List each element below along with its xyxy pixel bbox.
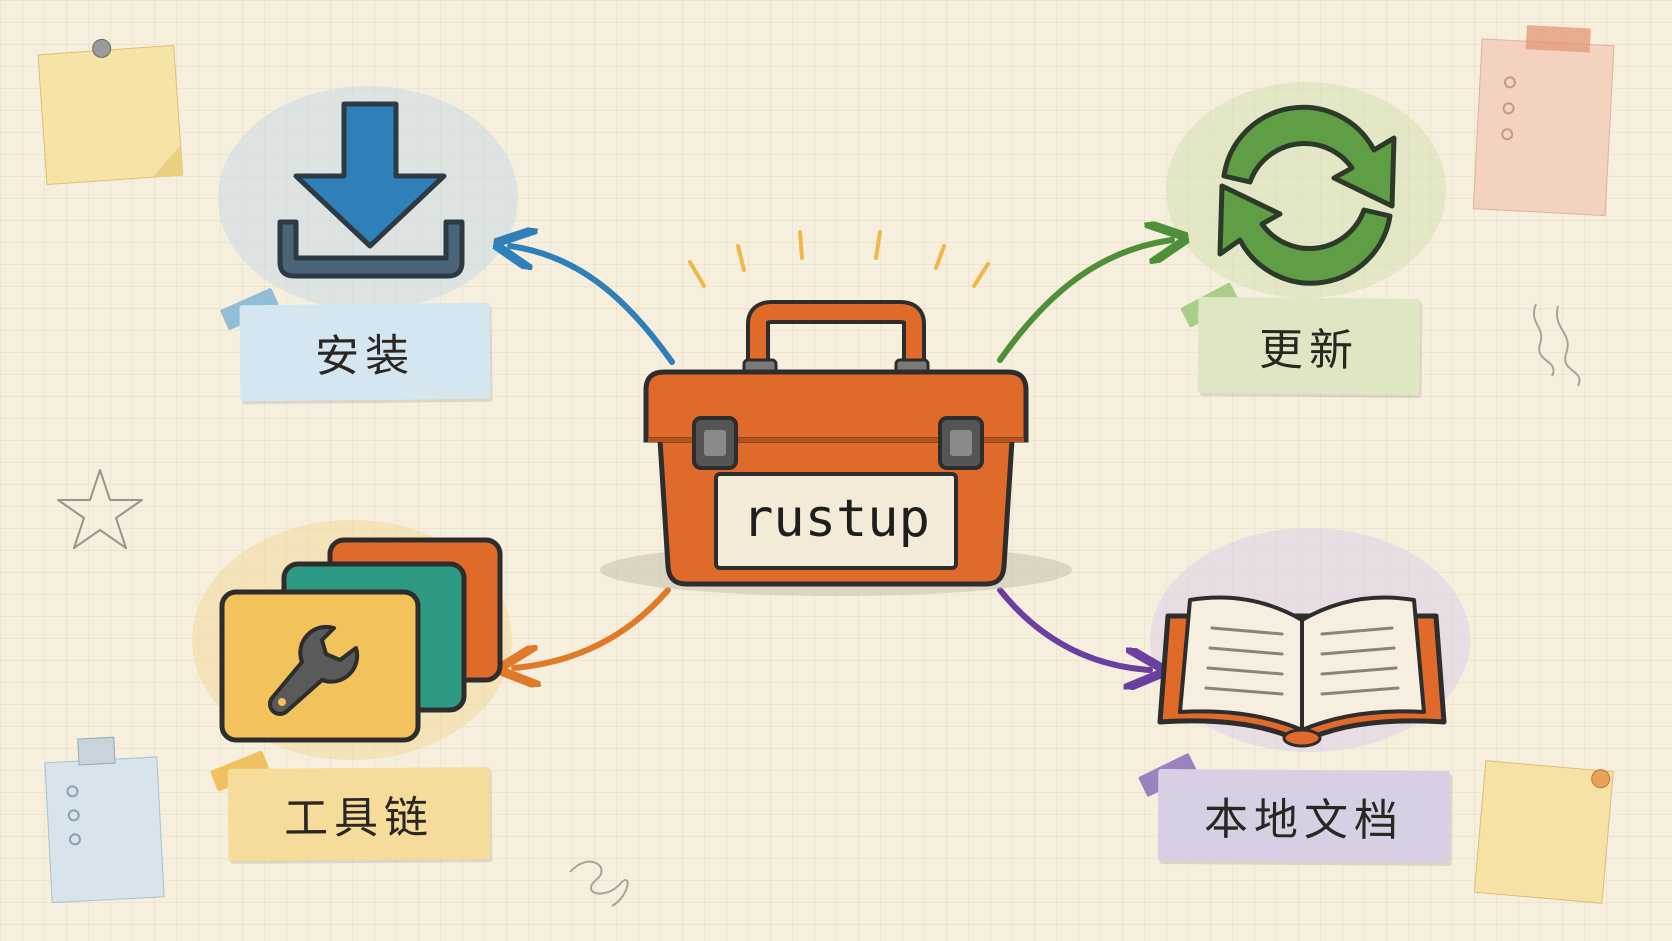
sticky-note-top-right [1472,25,1615,217]
arrow-to-install [510,246,675,365]
zigzag-doodle [1533,303,1555,377]
docs-label: 本地文档 [1157,768,1451,864]
update-label: 更新 [1197,297,1421,395]
install-label: 安装 [239,302,491,402]
book-icon [1157,595,1447,748]
zigzag-doodle-2 [1555,305,1581,387]
toolchain-label: 工具链 [227,767,491,861]
center-label: rustup [742,489,930,549]
toolbox-icon [600,230,1072,596]
sticky-note-top-left [37,38,184,186]
sticky-note-bottom-right [1473,760,1614,904]
arrow-to-update [997,240,1172,363]
squiggle-doodle [569,860,629,907]
arrow-to-docs [997,587,1150,670]
star-doodle [57,469,143,549]
sticky-note-bottom-left [44,736,165,904]
download-icon [277,101,465,279]
refresh-icon [1217,104,1397,286]
arrow-to-toolchain [514,587,671,668]
wrench-icon [219,537,503,743]
